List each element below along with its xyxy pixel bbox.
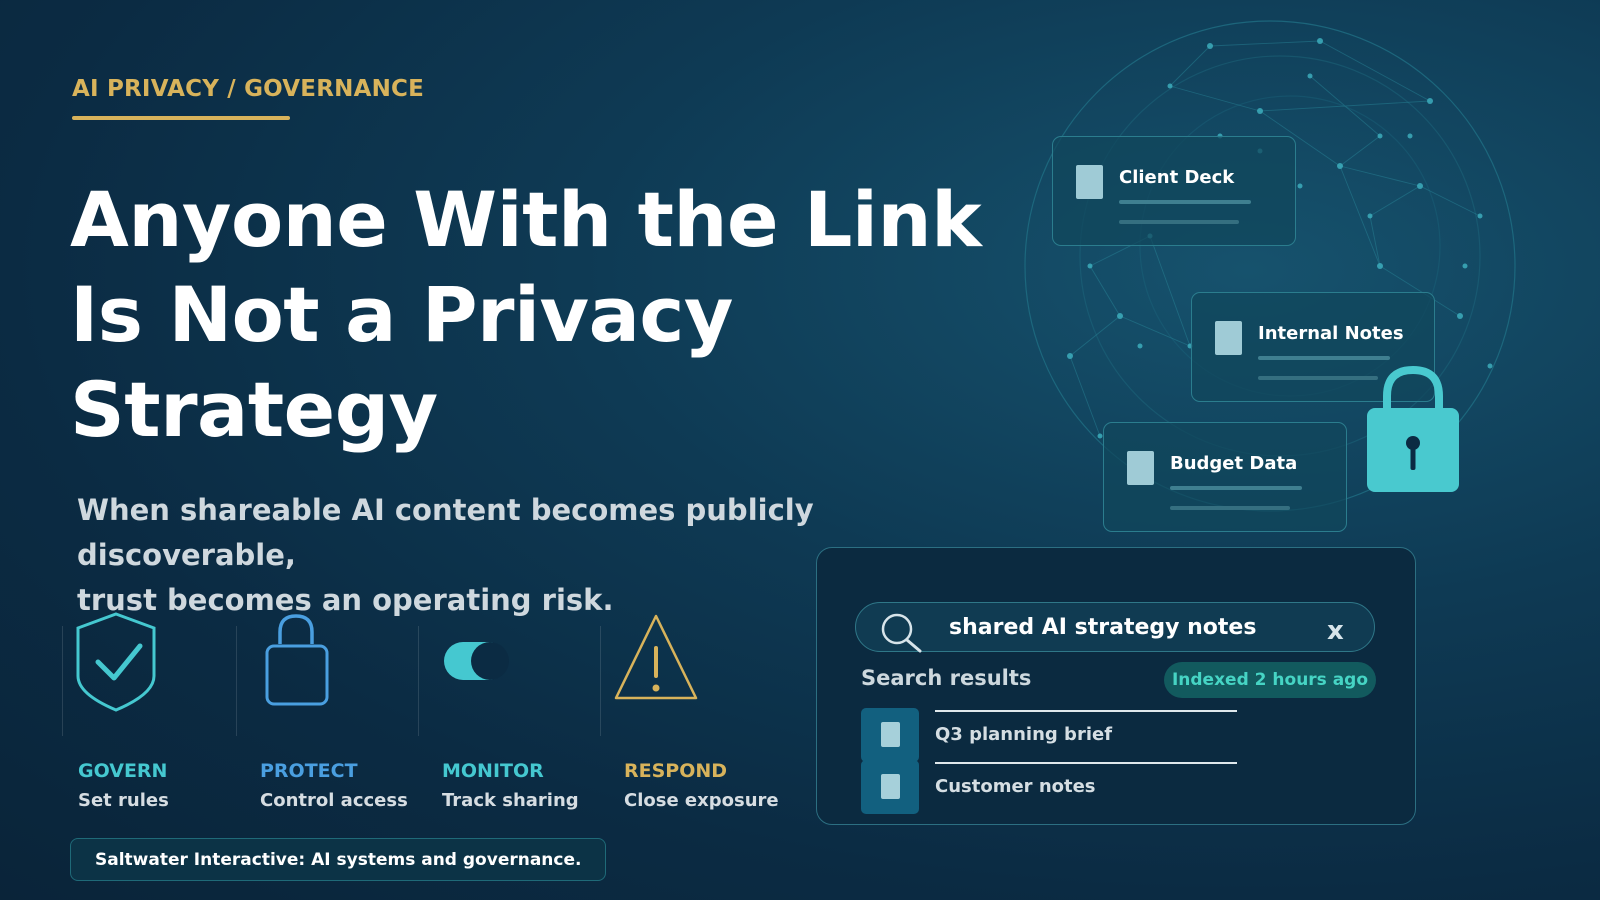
toggle-icon (442, 606, 542, 716)
doc-card-client-deck: Client Deck (1052, 136, 1296, 246)
search-query: shared AI strategy notes (949, 615, 1257, 640)
warning-icon (612, 606, 712, 716)
pillar-subtitle: Close exposure (624, 790, 779, 811)
page-title: Anyone With the Link Is Not a Privacy St… (70, 172, 1010, 457)
shield-check-icon (70, 606, 170, 716)
search-results-label: Search results (861, 666, 1032, 690)
pillar-subtitle: Set rules (78, 790, 169, 811)
subtitle-line-2: trust becomes an operating risk. (77, 583, 614, 617)
pillar-govern: GOVERN Set rules (62, 606, 250, 826)
pillar-protect: PROTECT Control access (236, 606, 432, 826)
pillar-divider (418, 626, 419, 736)
doc-card-name: Internal Notes (1258, 323, 1404, 344)
doc-card-name: Budget Data (1170, 453, 1298, 474)
pillar-divider (600, 626, 601, 736)
clear-search-button[interactable]: x (1327, 616, 1344, 646)
document-icon (1127, 451, 1154, 485)
pillar-title: GOVERN (78, 760, 168, 782)
search-result-item[interactable]: Q3 planning brief (861, 708, 1237, 764)
pillar-divider (236, 626, 237, 736)
pillar-title: PROTECT (260, 760, 358, 782)
doc-card-line (1119, 220, 1239, 224)
document-icon (881, 774, 900, 799)
footer-credit: Saltwater Interactive: AI systems and go… (70, 838, 607, 881)
padlock-icon (264, 606, 364, 716)
search-result-item[interactable]: Customer notes (861, 760, 1237, 816)
title-line-1: Anyone With the Link (70, 175, 982, 264)
result-thumbnail (861, 760, 919, 814)
subtitle-line-1: When shareable AI content becomes public… (77, 493, 814, 572)
search-result-title: Q3 planning brief (935, 724, 1113, 745)
doc-card-line (1170, 486, 1302, 490)
document-icon (1215, 321, 1242, 355)
document-icon (1076, 165, 1103, 199)
doc-card-line (1258, 376, 1378, 380)
doc-card-name: Client Deck (1119, 167, 1235, 188)
result-thumbnail (861, 708, 919, 762)
indexed-status-badge: Indexed 2 hours ago (1164, 662, 1376, 698)
title-line-3: Strategy (70, 365, 438, 454)
search-icon (881, 613, 922, 653)
section-kicker: AI PRIVACY / GOVERNANCE (72, 76, 425, 102)
doc-card-budget-data: Budget Data (1103, 422, 1347, 532)
doc-card-line (1170, 506, 1290, 510)
search-panel: shared AI strategy notes x Search result… (816, 547, 1416, 825)
doc-card-line (1119, 200, 1251, 204)
pillar-subtitle: Control access (260, 790, 408, 811)
pillar-title: RESPOND (624, 760, 728, 782)
page-subtitle: When shareable AI content becomes public… (77, 488, 997, 623)
title-line-2: Is Not a Privacy (70, 270, 733, 359)
kicker-underline (72, 116, 290, 120)
document-icon (881, 722, 900, 747)
search-result-title: Customer notes (935, 776, 1096, 797)
pillar-respond: RESPOND Close exposure (600, 606, 796, 826)
pillar-subtitle: Track sharing (442, 790, 579, 811)
doc-card-line (1258, 356, 1390, 360)
lock-icon (1367, 365, 1459, 492)
pillar-title: MONITOR (442, 760, 544, 782)
result-divider (935, 762, 1237, 764)
doc-card-internal-notes: Internal Notes (1191, 292, 1435, 402)
pillar-divider (62, 626, 63, 736)
search-input[interactable]: shared AI strategy notes x (855, 602, 1375, 653)
result-divider (935, 710, 1237, 712)
pillar-monitor: MONITOR Track sharing (418, 606, 614, 826)
